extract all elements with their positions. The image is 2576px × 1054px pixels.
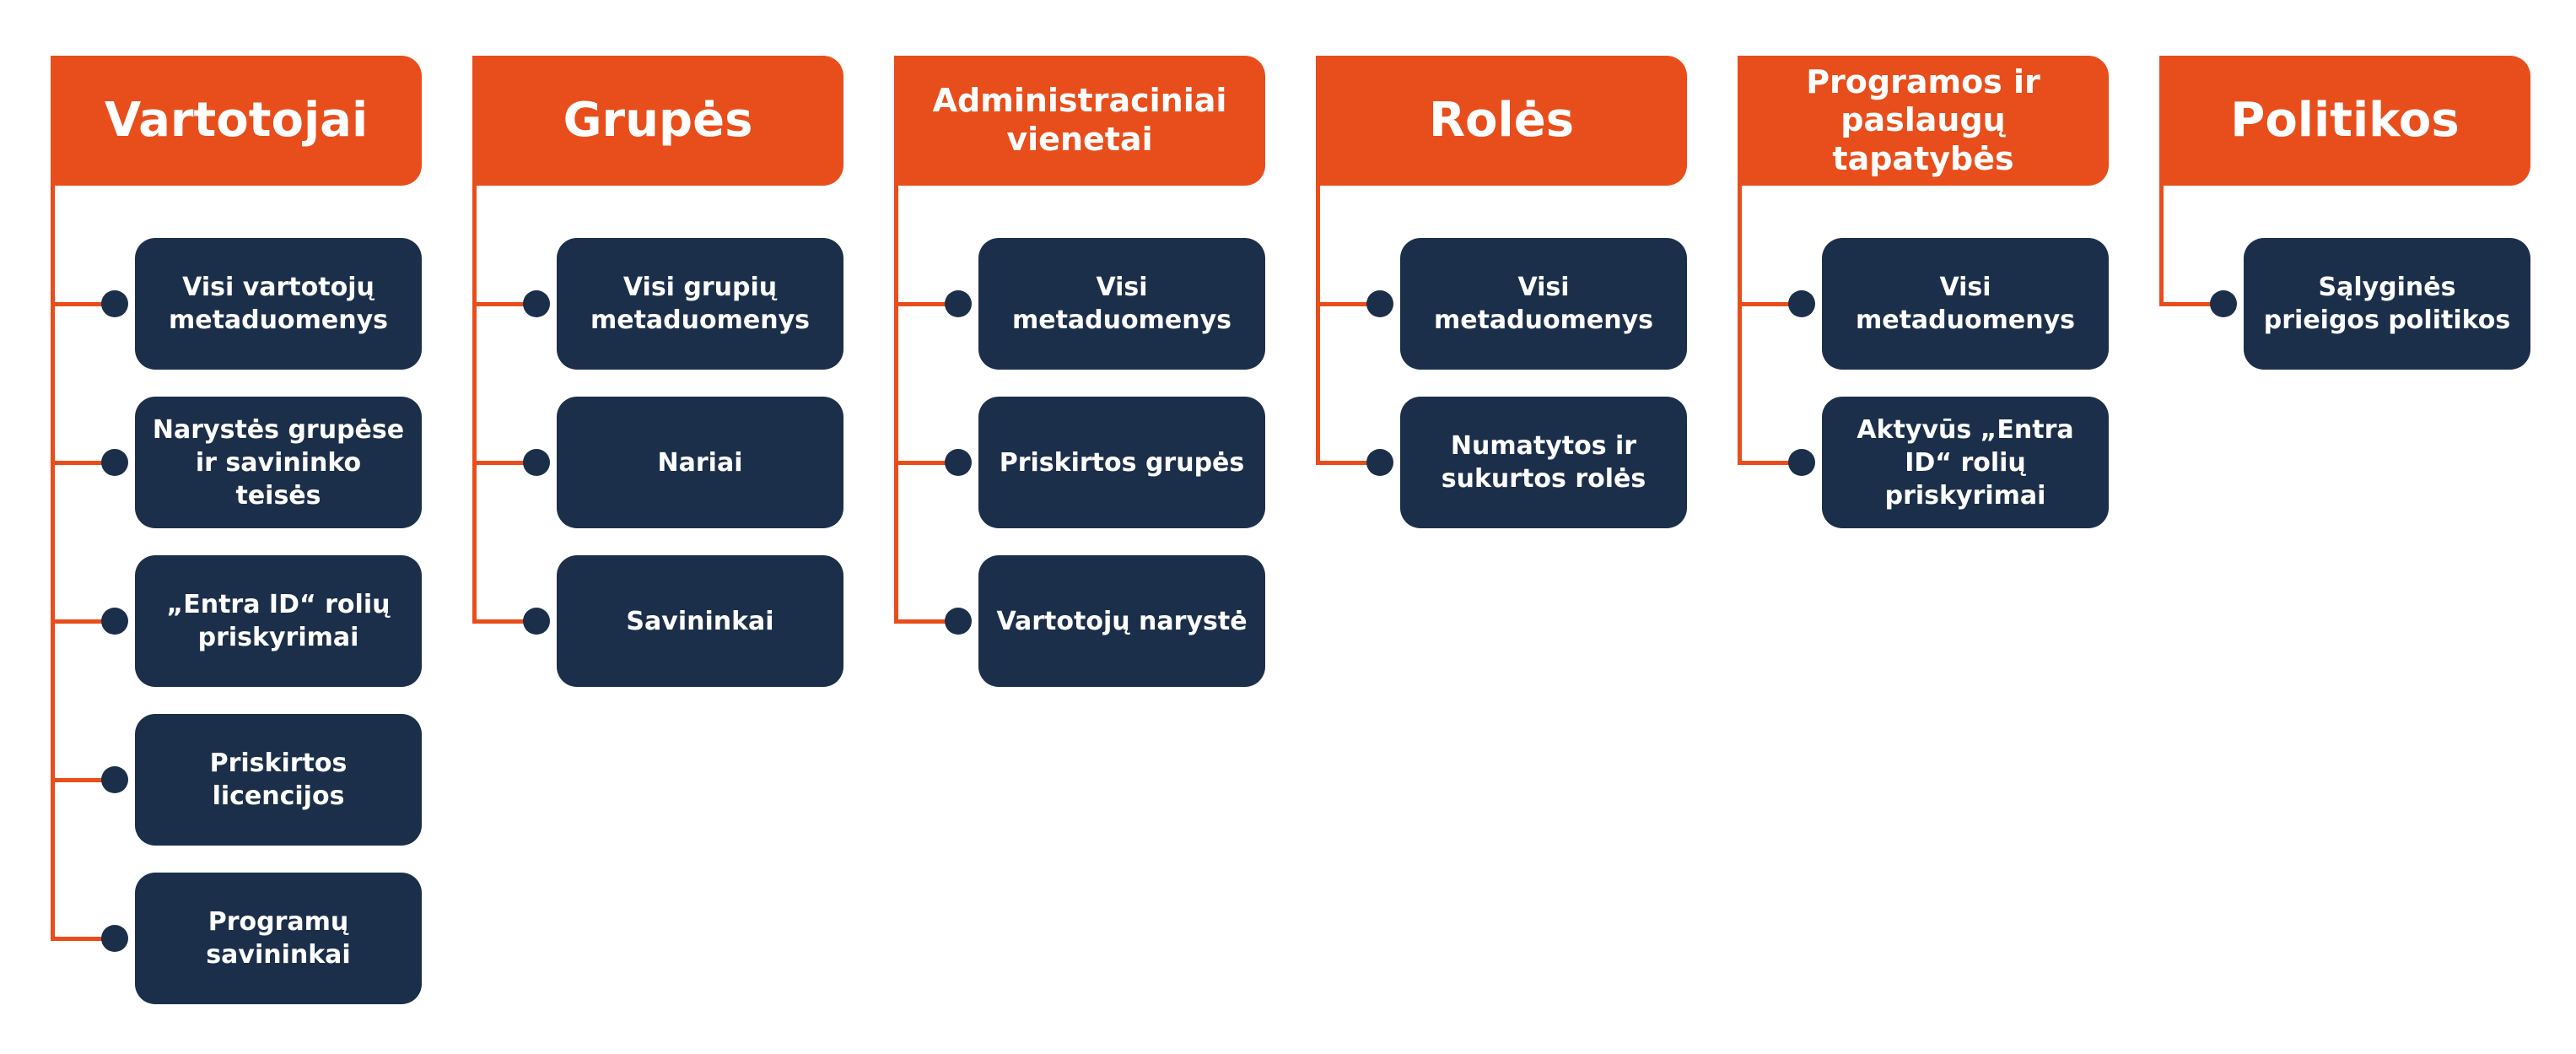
- item-box: Numatytos ir sukurtos rolės: [1400, 397, 1687, 528]
- item-box: Vartotojų narystė: [978, 555, 1265, 687]
- item-box: Priskirtos grupės: [978, 397, 1265, 528]
- item-label: Narystės grupėse ir savininko teisės: [152, 414, 405, 511]
- item-label: Vartotojų narystė: [996, 606, 1248, 636]
- category-title: Vartotojai: [104, 93, 369, 149]
- item-label: Visi grupių metaduomenys: [590, 273, 810, 335]
- connector-branch: [472, 619, 533, 624]
- connector-branch: [51, 778, 111, 782]
- category-header: Rolės: [1316, 56, 1687, 186]
- connector-dot: [523, 449, 550, 476]
- connector-branch: [51, 461, 111, 465]
- connector-line: [1738, 177, 1742, 465]
- connector-line: [472, 177, 477, 624]
- item-box: Narystės grupėse ir savininko teisės: [135, 397, 422, 528]
- connector-branch: [1316, 302, 1377, 306]
- item-label: Programų savininkai: [206, 907, 351, 970]
- connector-dot: [101, 608, 128, 635]
- item-label: Visi vartotojų metaduomenys: [168, 273, 388, 335]
- connector-dot: [945, 608, 972, 635]
- connector-branch: [894, 302, 955, 306]
- connector-branch: [472, 461, 533, 465]
- item-label: Priskirtos licencijos: [209, 749, 348, 811]
- connector-dot: [101, 290, 128, 317]
- category-header: Grupės: [472, 56, 843, 186]
- connector-branch: [51, 937, 111, 941]
- connector-branch: [1316, 461, 1377, 465]
- category-header: Politikos: [2159, 56, 2530, 186]
- category-header: Vartotojai: [51, 56, 422, 186]
- category-title: Grupės: [563, 93, 753, 149]
- item-box: Savininkai: [557, 555, 843, 687]
- item-box: Nariai: [557, 397, 843, 528]
- connector-dot: [945, 449, 972, 476]
- item-box: Visi grupių metaduomenys: [557, 238, 843, 370]
- item-box: „Entra ID“ rolių priskyrimai: [135, 555, 422, 687]
- connector-line: [1316, 177, 1320, 465]
- connector-dot: [945, 290, 972, 317]
- item-box: Visi vartotojų metaduomenys: [135, 238, 422, 370]
- item-label: Savininkai: [626, 606, 774, 636]
- connector-dot: [1788, 449, 1815, 476]
- connector-dot: [101, 449, 128, 476]
- item-label: Nariai: [657, 447, 743, 478]
- item-box: Sąlyginės prieigos politikos: [2244, 238, 2530, 370]
- connector-branch: [894, 461, 955, 465]
- connector-dot: [101, 925, 128, 952]
- connector-dot: [523, 290, 550, 317]
- category-title: Administraciniai vienetai: [932, 82, 1227, 158]
- item-box: Visi metaduomenys: [1822, 238, 2109, 370]
- connector-line: [894, 177, 898, 624]
- category-title: Programos ir paslaugų tapatybės: [1806, 62, 2040, 177]
- connector-branch: [51, 302, 111, 306]
- item-label: Aktyvūs „Entra ID“ rolių priskyrimai: [1857, 414, 2074, 511]
- connector-dot: [1366, 449, 1393, 476]
- item-label: Priskirtos grupės: [999, 447, 1245, 478]
- connector-branch: [51, 619, 111, 624]
- connector-branch: [894, 619, 955, 624]
- item-label: „Entra ID“ rolių priskyrimai: [166, 590, 391, 652]
- category-title: Rolės: [1428, 93, 1575, 149]
- item-box: Priskirtos licencijos: [135, 714, 422, 846]
- category-header: Administraciniai vienetai: [894, 56, 1265, 186]
- item-box: Visi metaduomenys: [978, 238, 1265, 370]
- connector-line: [51, 177, 55, 941]
- item-box: Visi metaduomenys: [1400, 238, 1687, 370]
- item-box: Aktyvūs „Entra ID“ rolių priskyrimai: [1822, 397, 2109, 528]
- item-label: Visi metaduomenys: [1011, 273, 1231, 335]
- connector-dot: [1366, 290, 1393, 317]
- connector-line: [2159, 177, 2164, 306]
- item-box: Programų savininkai: [135, 873, 422, 1004]
- connector-dot: [523, 608, 550, 635]
- connector-branch: [472, 302, 533, 306]
- item-label: Visi metaduomenys: [1433, 273, 1653, 335]
- connector-dot: [1788, 290, 1815, 317]
- item-label: Visi metaduomenys: [1855, 273, 2075, 335]
- connector-branch: [1738, 302, 1798, 306]
- category-title: Politikos: [2230, 93, 2460, 149]
- item-label: Sąlyginės prieigos politikos: [2263, 273, 2511, 335]
- item-label: Numatytos ir sukurtos rolės: [1441, 431, 1646, 494]
- category-header: Programos ir paslaugų tapatybės: [1738, 56, 2109, 186]
- connector-dot: [2210, 290, 2237, 317]
- connector-branch: [2159, 302, 2220, 306]
- connector-branch: [1738, 461, 1798, 465]
- connector-dot: [101, 766, 128, 793]
